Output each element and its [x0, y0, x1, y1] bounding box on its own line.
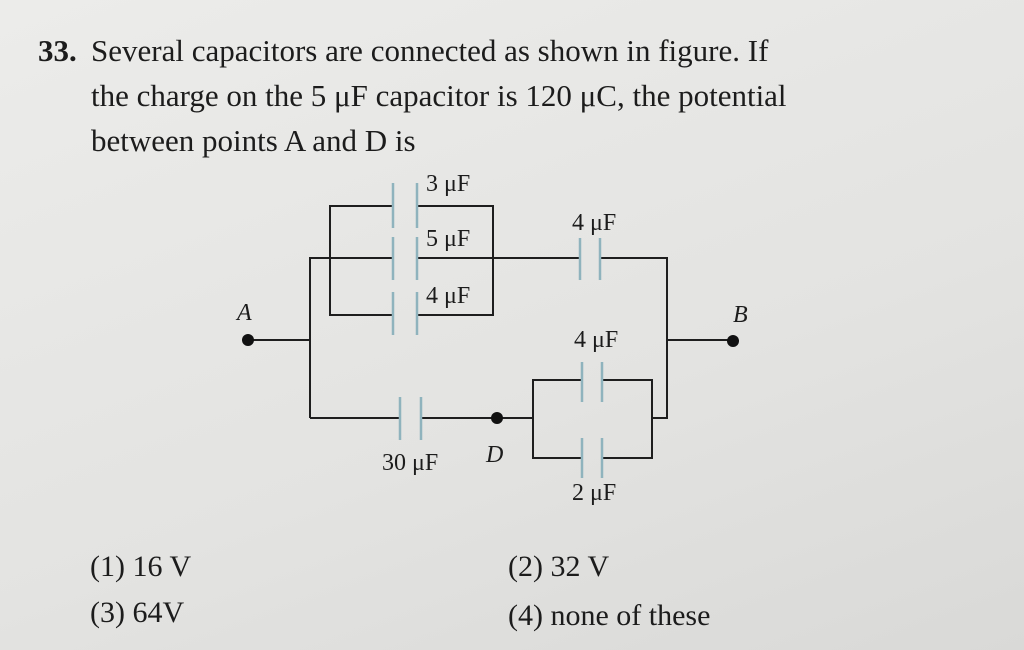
- question-text: Several capacitors are connected as show…: [91, 28, 998, 163]
- question-line: Several capacitors are connected as show…: [91, 33, 769, 68]
- label-4uf-top: 4 μF: [572, 210, 617, 236]
- label-4uf-box: 4 μF: [426, 283, 471, 309]
- option-2: (2) 32 V: [508, 550, 610, 583]
- wires: [248, 205, 733, 459]
- label-d: D: [486, 442, 504, 468]
- question-line: between points A and D is: [91, 123, 416, 158]
- label-2uf: 2 μF: [572, 480, 617, 506]
- capacitor-plates: [391, 183, 604, 478]
- option-4: (4) none of these: [508, 599, 711, 632]
- question: 33. Several capacitors are connected as …: [38, 28, 998, 163]
- point-a-dot: [242, 334, 254, 346]
- point-d-dot: [491, 412, 503, 424]
- label-5uf: 5 μF: [426, 226, 471, 252]
- option-1: (1) 16 V: [90, 550, 192, 583]
- question-line: the charge on the 5 μF capacitor is 120 …: [91, 78, 787, 113]
- point-b-dot: [727, 335, 739, 347]
- label-a: A: [237, 300, 252, 326]
- label-30uf: 30 μF: [382, 450, 439, 476]
- label-3uf: 3 μF: [426, 171, 471, 197]
- label-4uf-bottom: 4 μF: [574, 327, 619, 353]
- option-3: (3) 64V: [90, 596, 185, 629]
- label-b: B: [733, 302, 748, 328]
- question-number: 33.: [38, 33, 77, 68]
